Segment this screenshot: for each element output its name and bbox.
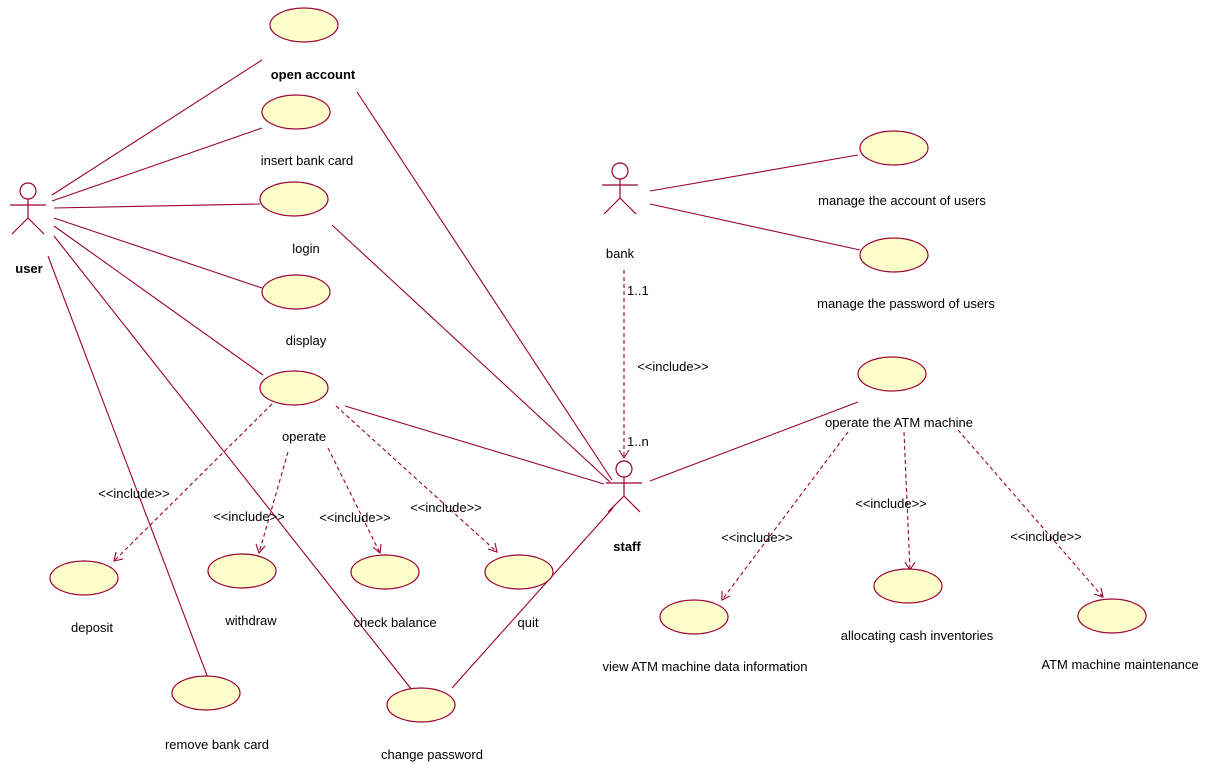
usecase-operate[interactable] <box>259 370 329 406</box>
usecase-operate-atm[interactable] <box>857 356 927 392</box>
usecase-remove-bank-card[interactable] <box>171 675 241 711</box>
stereotype-include-maintenance: <<include>> <box>1010 529 1082 544</box>
actor-bank-leg-right <box>619 197 637 215</box>
usecase-deposit-label: deposit <box>71 620 113 635</box>
usecase-manage-account-label: manage the account of users <box>818 193 986 208</box>
usecase-quit[interactable] <box>484 554 554 590</box>
stereotype-include-view-info: <<include>> <box>721 530 793 545</box>
actor-user-leg-right <box>27 217 45 235</box>
dep-operate-quit <box>335 405 498 553</box>
associations <box>47 59 861 691</box>
usecase-remove-bank-card-label: remove bank card <box>165 737 269 752</box>
usecase-change-password[interactable] <box>386 687 456 723</box>
arrowhead-check-balance <box>372 543 382 555</box>
usecase-deposit[interactable] <box>49 560 119 596</box>
dep-operate-atm-view-info <box>721 431 849 601</box>
arrowhead-quit <box>487 542 498 553</box>
multiplicity-bank-end: 1..1 <box>627 283 649 298</box>
actor-staff-leg-right <box>623 495 641 513</box>
usecase-login-label: login <box>292 241 319 256</box>
usecase-insert-bank-card-label: insert bank card <box>261 153 354 168</box>
arrowhead-withdraw <box>255 543 266 555</box>
usecase-manage-password[interactable] <box>859 237 929 273</box>
actor-staff-label: staff <box>613 539 641 554</box>
dep-operate-check-balance <box>327 447 381 554</box>
usecase-view-atm-info-label: view ATM machine data information <box>603 659 808 674</box>
assoc-user-insert-bank-card <box>51 127 263 202</box>
actor-staff-leg-left <box>607 495 625 513</box>
usecase-manage-account[interactable] <box>859 130 929 166</box>
usecase-open-account-label: open account <box>271 67 356 82</box>
arrowhead-deposit <box>113 551 124 562</box>
stereotype-include-check-balance: <<include>> <box>319 510 391 525</box>
assoc-user-change-password <box>53 235 413 691</box>
actor-bank[interactable] <box>602 162 638 215</box>
multiplicity-staff-end: 1..n <box>627 434 649 449</box>
usecase-view-atm-info[interactable] <box>659 599 729 635</box>
actor-bank-leg-left <box>603 197 621 215</box>
include-dependencies <box>113 270 1104 601</box>
arrowhead-maintenance <box>1093 587 1104 598</box>
arrowhead-view-info <box>721 591 731 601</box>
usecase-withdraw-label: withdraw <box>224 613 277 628</box>
dep-operate-withdraw <box>258 451 289 554</box>
actor-user-leg-left <box>11 217 29 235</box>
actor-user-head <box>19 182 37 200</box>
actor-user-label: user <box>15 261 42 276</box>
usecase-login[interactable] <box>259 181 329 217</box>
dep-operate-atm-maintenance <box>957 429 1104 598</box>
stereotype-include-deposit: <<include>> <box>98 486 170 501</box>
stereotype-include-quit: <<include>> <box>410 500 482 515</box>
actor-staff[interactable] <box>606 460 642 513</box>
usecase-allocating-cash-label: allocating cash inventories <box>841 628 994 643</box>
dep-operate-deposit <box>113 403 273 562</box>
usecase-shapes <box>49 7 1147 723</box>
arrowhead-staff <box>618 449 630 460</box>
stereotype-include-bank-staff: <<include>> <box>637 359 709 374</box>
stereotype-include-withdraw: <<include>> <box>213 509 285 524</box>
assoc-staff-operate <box>344 405 605 485</box>
actor-user[interactable] <box>10 182 46 235</box>
usecase-change-password-label: change password <box>381 747 483 762</box>
assoc-user-display <box>53 217 263 289</box>
assoc-staff-login <box>331 224 611 483</box>
usecase-display[interactable] <box>261 274 331 310</box>
assoc-user-operate <box>53 225 264 376</box>
usecase-withdraw[interactable] <box>207 553 277 589</box>
usecase-open-account[interactable] <box>269 7 339 43</box>
usecase-check-balance[interactable] <box>350 554 420 590</box>
usecase-operate-label: operate <box>282 429 326 444</box>
assoc-staff-open-account <box>356 91 613 481</box>
usecase-insert-bank-card[interactable] <box>261 94 331 130</box>
usecase-quit-label: quit <box>518 615 539 630</box>
assoc-bank-manage-account <box>649 154 859 192</box>
stereotype-include-allocating: <<include>> <box>855 496 927 511</box>
assoc-bank-manage-password <box>649 203 861 251</box>
assoc-user-remove-bank-card <box>47 255 209 679</box>
usecase-operate-atm-label: operate the ATM machine <box>825 415 973 430</box>
actor-staff-head <box>615 460 633 478</box>
usecase-manage-password-label: manage the password of users <box>817 296 995 311</box>
assoc-staff-operate-atm <box>649 401 859 482</box>
assoc-user-open-account <box>51 59 263 196</box>
actor-bank-label: bank <box>606 246 635 261</box>
usecase-check-balance-label: check balance <box>353 615 436 630</box>
actor-bank-head <box>611 162 629 180</box>
usecase-atm-maintenance[interactable] <box>1077 598 1147 634</box>
usecase-atm-maintenance-label: ATM machine maintenance <box>1041 657 1198 672</box>
assoc-staff-change-password <box>451 507 614 689</box>
dep-operate-atm-allocating <box>903 431 911 571</box>
assoc-user-login <box>53 203 261 209</box>
usecase-allocating-cash[interactable] <box>873 568 943 604</box>
usecase-display-label: display <box>286 333 327 348</box>
